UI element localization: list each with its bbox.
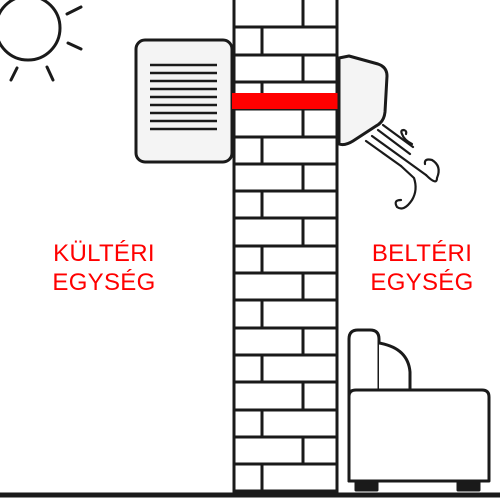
indoor-unit-label: BELTÉRI EGYSÉG [358,239,486,297]
indoor-label-line1: BELTÉRI [371,240,473,267]
indoor-unit-icon [337,54,389,147]
refrigerant-pipe [232,93,339,109]
airflow-icon [364,123,440,210]
indoor-label-line2: EGYSÉG [370,269,474,296]
outdoor-label-line1: KÜLTÉRI [53,240,155,267]
sun-icon [0,0,83,82]
outdoor-unit-icon [134,38,234,164]
armchair-icon [347,328,491,492]
outdoor-label-line2: EGYSÉG [52,269,156,296]
brick-wall [232,0,339,496]
outdoor-unit-label: KÜLTÉRI EGYSÉG [40,239,168,297]
